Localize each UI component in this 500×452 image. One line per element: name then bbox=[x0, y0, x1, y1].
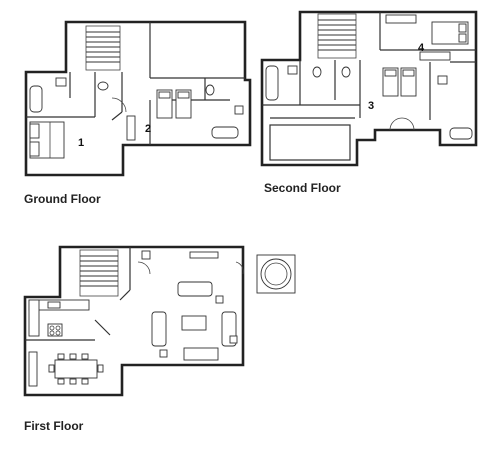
second-floor-plan: 3 4 bbox=[260, 10, 478, 167]
toilet-icon bbox=[312, 66, 322, 78]
room-number-3: 3 bbox=[368, 100, 374, 112]
second-floor-bathroom-fixtures bbox=[265, 65, 351, 101]
first-floor-outer-walls bbox=[23, 245, 245, 397]
room-3-beds bbox=[382, 67, 473, 140]
toilet-icon bbox=[97, 81, 109, 91]
toilet-icon bbox=[205, 84, 215, 96]
sofa-icon bbox=[183, 347, 219, 361]
kitchen-counter-side bbox=[28, 299, 40, 337]
second-floor-label: Second Floor bbox=[264, 181, 341, 195]
ground-floor-inner-walls bbox=[26, 22, 245, 145]
sink-icon bbox=[47, 301, 61, 309]
room-1-bed bbox=[29, 121, 65, 159]
side-table-icon bbox=[141, 250, 151, 260]
door-swing bbox=[389, 117, 415, 131]
chair-icon bbox=[57, 353, 65, 360]
hot-tub bbox=[256, 254, 296, 294]
storage-block bbox=[269, 124, 351, 161]
first-floor-plan bbox=[23, 245, 296, 397]
chair-icon bbox=[69, 378, 77, 385]
second-floor-inner-walls bbox=[262, 12, 476, 120]
chair-icon bbox=[97, 364, 104, 373]
chair-icon bbox=[57, 378, 65, 385]
sideboard-icon bbox=[28, 351, 38, 387]
kitchen-counter bbox=[28, 299, 90, 337]
tv-unit-icon bbox=[189, 251, 219, 259]
ground-floor-staircase bbox=[85, 25, 121, 71]
wardrobe-icon bbox=[419, 51, 451, 61]
room-number-1: 1 bbox=[78, 137, 84, 149]
room-number-4: 4 bbox=[418, 42, 425, 54]
room-number-2: 2 bbox=[145, 123, 151, 135]
hob-icon bbox=[47, 323, 63, 337]
bathtub-icon bbox=[29, 85, 43, 113]
room-4-bed bbox=[385, 14, 469, 61]
sink-icon bbox=[437, 75, 448, 85]
dining-table bbox=[28, 351, 104, 387]
bathtub-icon bbox=[211, 126, 239, 139]
first-floor-label: First Floor bbox=[24, 419, 84, 433]
coffee-table-icon bbox=[181, 315, 207, 331]
chair-icon bbox=[81, 378, 89, 385]
second-floor-outer-walls bbox=[260, 10, 478, 167]
bathtub-icon bbox=[449, 127, 473, 140]
table-icon bbox=[54, 359, 98, 379]
chair-icon bbox=[48, 364, 55, 373]
sink-icon bbox=[234, 105, 244, 115]
door-swing bbox=[111, 97, 127, 113]
wardrobe-icon bbox=[126, 115, 136, 141]
door-swing bbox=[137, 261, 244, 275]
bathtub-icon bbox=[265, 65, 279, 101]
first-floor-staircase bbox=[79, 249, 119, 297]
living-area-furniture bbox=[141, 250, 238, 361]
sink-icon bbox=[55, 77, 67, 87]
side-table-icon bbox=[229, 335, 238, 344]
wardrobe-icon bbox=[385, 14, 417, 24]
room-2-beds bbox=[126, 84, 244, 141]
ground-floor-label: Ground Floor bbox=[24, 192, 101, 206]
chair-icon bbox=[69, 353, 77, 360]
sofa-icon bbox=[177, 281, 213, 297]
side-table-icon bbox=[215, 295, 224, 304]
ground-floor-plan: 1 2 bbox=[24, 20, 252, 177]
sink-icon bbox=[287, 65, 298, 75]
ground-floor-bathroom-fixtures bbox=[29, 77, 109, 113]
first-floor-inner-walls bbox=[25, 247, 131, 341]
chair-icon bbox=[81, 353, 89, 360]
sofa-icon bbox=[151, 311, 167, 347]
second-floor-staircase bbox=[317, 13, 357, 59]
ground-floor-outer-walls bbox=[24, 20, 252, 177]
toilet-icon bbox=[341, 66, 351, 78]
side-table-icon bbox=[159, 349, 168, 358]
